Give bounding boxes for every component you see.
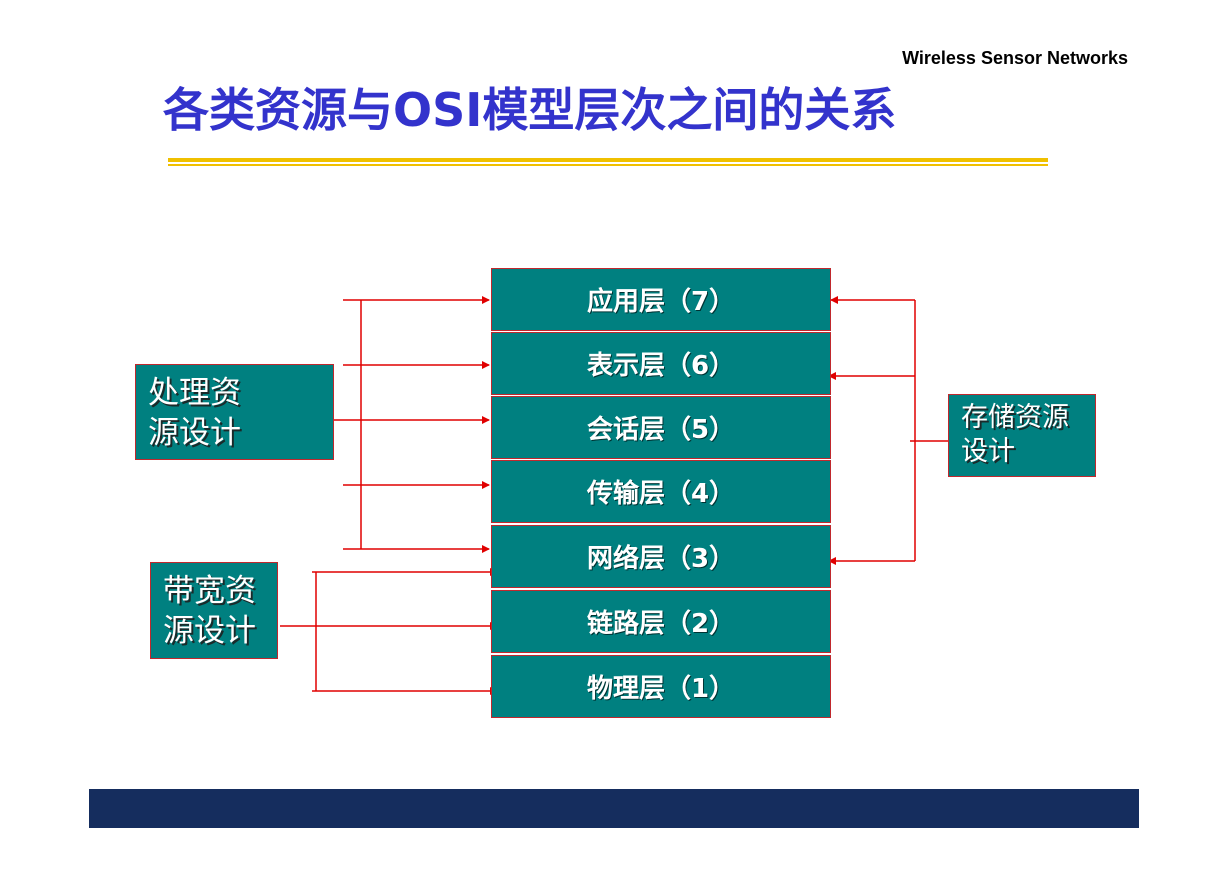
- layer-label: 会话层（5）: [586, 415, 736, 445]
- processing-resource-box: 处理资 源设计: [135, 364, 334, 460]
- layer-transport: 传输层（4）: [491, 460, 831, 523]
- layer-datalink: 链路层（2）: [491, 590, 831, 653]
- layer-label: 物理层（1）: [586, 674, 736, 704]
- title-underline-thick: [168, 158, 1048, 162]
- processing-resource-line2: 源设计: [148, 415, 241, 451]
- layer-label: 链路层（2）: [586, 609, 736, 639]
- bandwidth-resource-line2: 源设计: [163, 613, 256, 649]
- layer-physical: 物理层（1）: [491, 655, 831, 718]
- title-underline-thin: [168, 164, 1048, 166]
- layer-label: 传输层（4）: [586, 479, 736, 509]
- layer-network: 网络层（3）: [491, 525, 831, 588]
- slide-title: 各类资源与OSI模型层次之间的关系: [163, 83, 897, 137]
- footer-bar: [89, 789, 1139, 828]
- course-name: Wireless Sensor Networks: [902, 48, 1128, 68]
- bandwidth-resource-box: 带宽资 源设计: [150, 562, 278, 659]
- storage-resource-line1: 存储资源: [961, 402, 1069, 433]
- storage-resource-line2: 设计: [961, 436, 1015, 467]
- processing-resource-line1: 处理资: [148, 375, 241, 411]
- layer-label: 应用层（7）: [586, 287, 736, 317]
- layer-label: 网络层（3）: [586, 544, 736, 574]
- storage-resource-box: 存储资源 设计: [948, 394, 1096, 477]
- layer-presentation: 表示层（6）: [491, 332, 831, 395]
- layer-session: 会话层（5）: [491, 396, 831, 459]
- bandwidth-resource-line1: 带宽资: [163, 573, 256, 609]
- layer-label: 表示层（6）: [586, 351, 736, 381]
- layer-application: 应用层（7）: [491, 268, 831, 331]
